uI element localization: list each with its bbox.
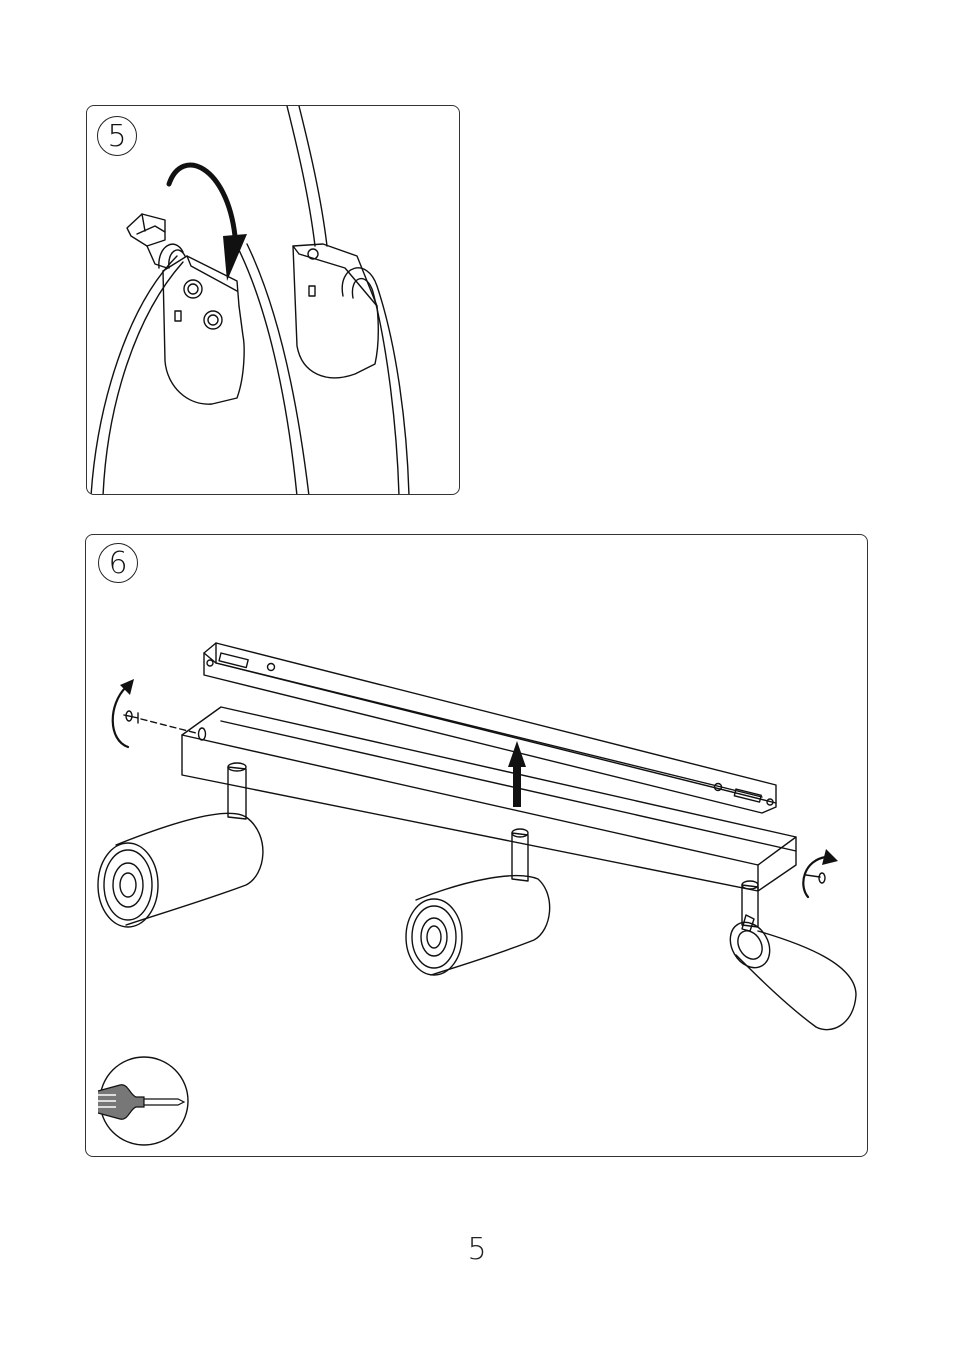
- screwdriver-icon: [98, 1057, 188, 1145]
- step-number: 6: [98, 543, 138, 583]
- connector-illustration: [87, 106, 460, 495]
- step-5-panel: 5: [86, 105, 460, 495]
- light-bar-illustration: [86, 535, 868, 1157]
- step-number: 5: [97, 116, 137, 156]
- screw-rotate-icon: [113, 679, 838, 897]
- step-6-panel: 6: [85, 534, 868, 1157]
- page-number: 5: [0, 1232, 954, 1267]
